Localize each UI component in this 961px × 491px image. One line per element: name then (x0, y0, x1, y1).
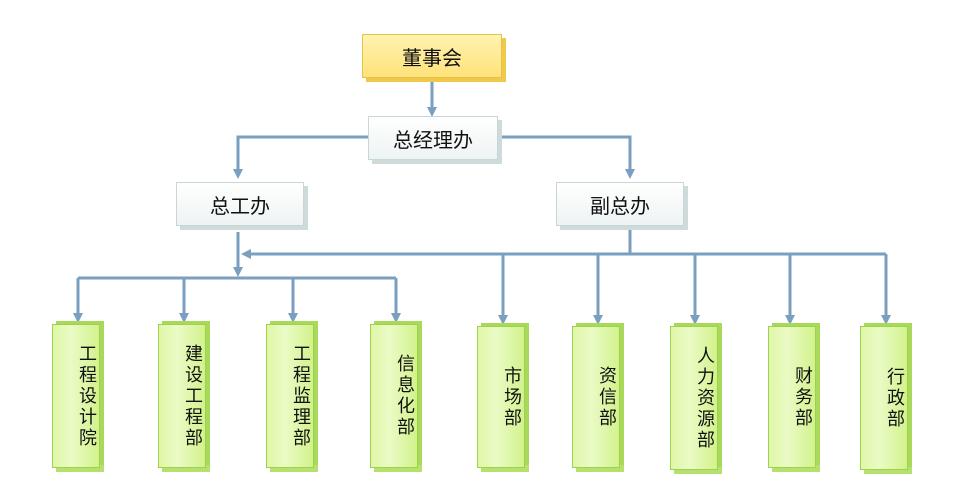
dept-label: 市场部 (501, 365, 522, 429)
dept-engineering-design-institute: 工程设计院 (52, 324, 100, 468)
dept-human-resources: 人力资源部 (670, 326, 718, 470)
node-deputy-gm-office-label: 副总办 (590, 193, 650, 218)
dept-label: 财务部 (792, 365, 813, 429)
node-general-manager-office: 总经理办 (368, 116, 498, 160)
dept-construction-engineering: 建设工程部 (158, 324, 206, 468)
dept-label: 资信部 (596, 365, 617, 429)
node-deputy-gm-office: 副总办 (556, 182, 684, 226)
node-general-manager-office-label: 总经理办 (393, 127, 473, 152)
dept-engineering-supervision: 工程监理部 (266, 324, 314, 468)
dept-marketing: 市场部 (477, 326, 525, 468)
dept-finance: 财务部 (768, 326, 816, 468)
dept-label: 信息化部 (394, 354, 415, 438)
node-board: 董事会 (362, 34, 502, 78)
dept-administration: 行政部 (860, 326, 908, 470)
dept-label: 行政部 (884, 366, 905, 430)
dept-label: 工程设计院 (76, 343, 97, 449)
dept-label: 建设工程部 (182, 343, 203, 449)
node-chief-engineer-office-label: 总工办 (210, 193, 270, 218)
dept-credit: 资信部 (572, 326, 620, 468)
dept-label: 工程监理部 (290, 343, 311, 449)
node-chief-engineer-office: 总工办 (176, 182, 304, 226)
dept-informatization: 信息化部 (370, 324, 418, 468)
node-board-label: 董事会 (402, 45, 462, 70)
dept-label: 人力资源部 (694, 345, 715, 451)
